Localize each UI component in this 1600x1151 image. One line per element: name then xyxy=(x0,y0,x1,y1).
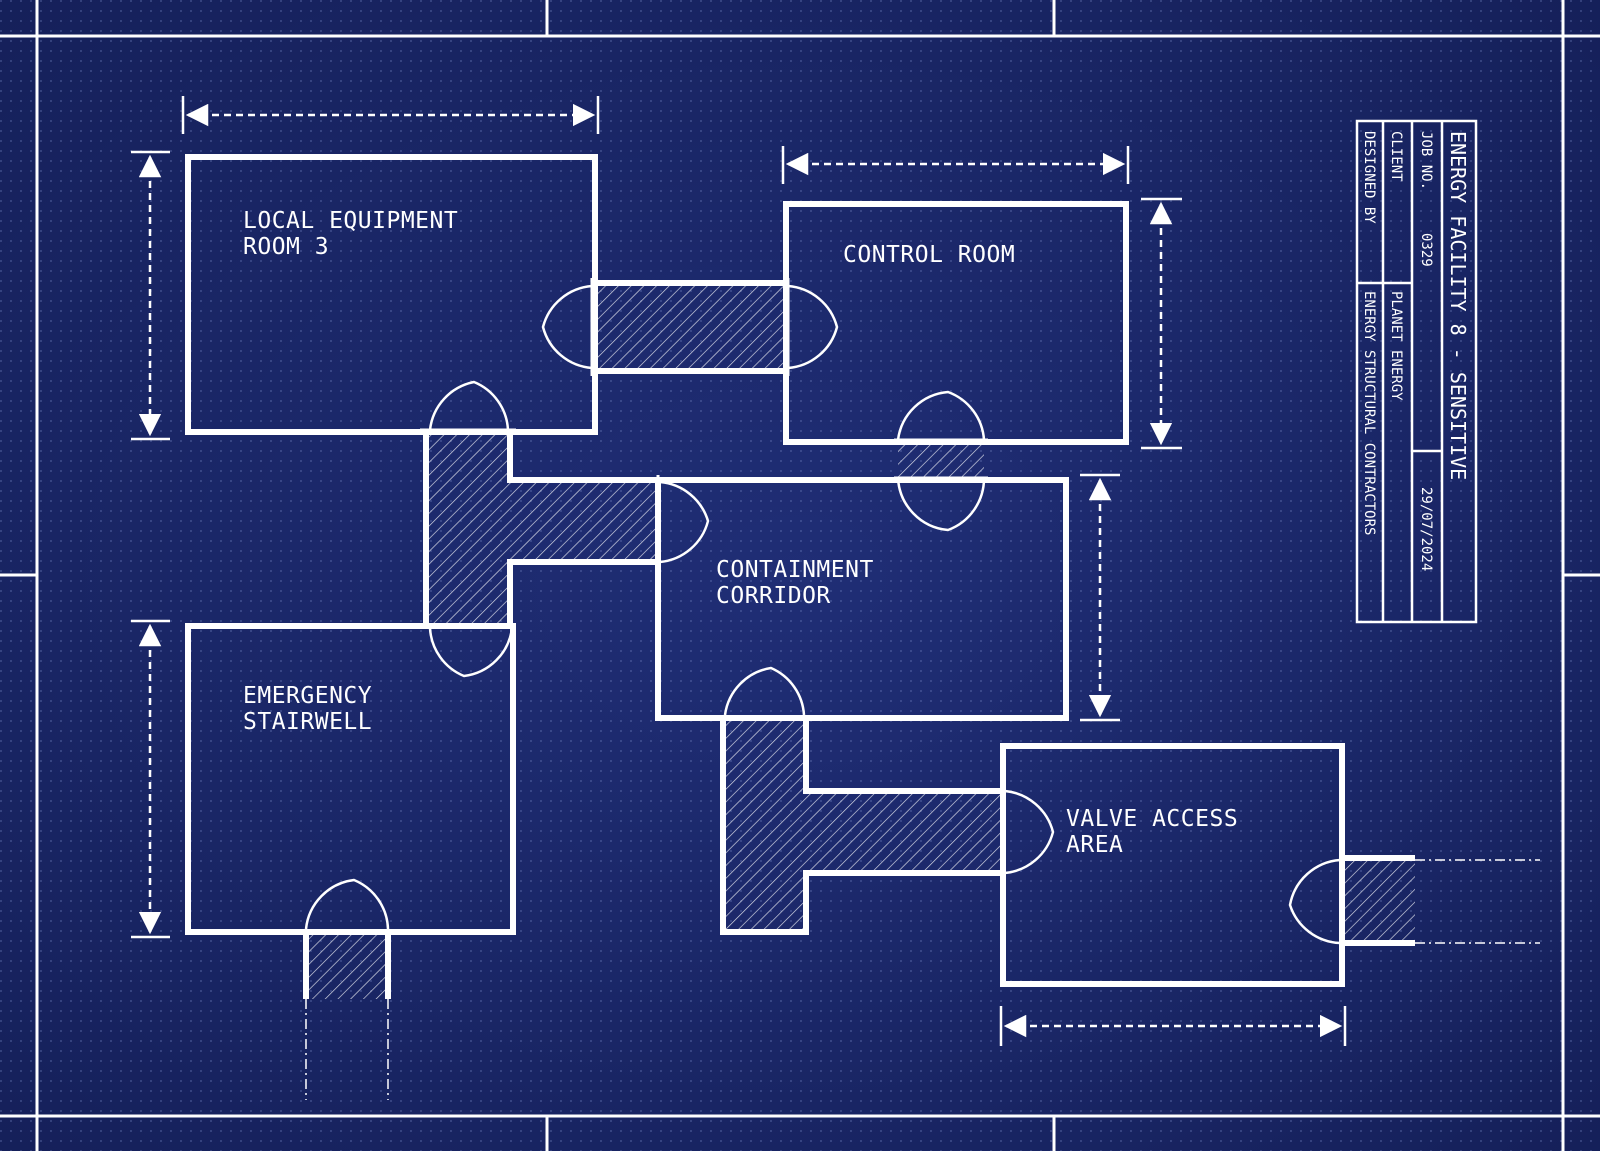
title-block-date: 29/07/2024 xyxy=(1418,487,1434,571)
door-swing-icon xyxy=(723,666,806,716)
title-block-designed-by-value: ENERGY STRUCTURAL CONTRACTORS xyxy=(1361,291,1377,535)
title-block-client-value: PLANET ENERGY xyxy=(1388,291,1404,401)
door-jambs xyxy=(301,278,1344,948)
title-block-project-title: ENERGY FACILITY 8 - SENSITIVE xyxy=(1446,131,1470,480)
dimension-arrow-icon xyxy=(1080,473,1120,722)
room-label-stairwell-line2: STAIRWELL xyxy=(243,709,372,735)
wall-control-room xyxy=(783,201,1129,445)
wall-passage-equipment-control xyxy=(592,280,788,374)
wall-valve-exit xyxy=(1342,855,1415,946)
passage-t-junction-upper xyxy=(426,430,660,625)
dimension-arrow-icon xyxy=(131,150,170,441)
wall-t-junction-lower xyxy=(720,718,1003,935)
room-label-control: CONTROL ROOM xyxy=(843,242,1015,268)
room-label-valve-line2: AREA xyxy=(1066,832,1123,858)
room-label-valve-line1: VALVE ACCESS xyxy=(1066,806,1238,832)
door-swing-icon xyxy=(659,480,710,564)
dimension-arrow-icon xyxy=(131,619,170,939)
title-block-designed-by-label: DESIGNED BY xyxy=(1361,131,1377,224)
dimension-arrow-icon xyxy=(781,146,1130,184)
dimension-arrow-icon xyxy=(181,96,600,134)
title-block-job-no-label: JOB NO. xyxy=(1418,131,1434,190)
door-swing-icon xyxy=(428,627,514,678)
door-swing-icon xyxy=(1288,858,1341,945)
room-label-equipment-line1: LOCAL EQUIPMENT xyxy=(243,208,458,234)
room-labels: LOCAL EQUIPMENT ROOM 3 CONTROL ROOM CONT… xyxy=(243,208,1238,858)
door-swings xyxy=(304,284,1341,945)
door-swing-icon xyxy=(304,878,390,930)
passage-valve-exit xyxy=(1340,858,1415,943)
passage-stairwell-exit xyxy=(306,932,388,999)
dimension-arrow-icon xyxy=(999,1006,1347,1046)
passage-t-junction-lower xyxy=(723,715,1003,932)
title-block-client-label: CLIENT xyxy=(1388,131,1404,182)
wall-equipment-room xyxy=(185,154,598,435)
wall-t-junction-upper xyxy=(423,430,658,626)
dimension-lines xyxy=(131,96,1347,1046)
title-block: ENERGY FACILITY 8 - SENSITIVE JOB NO. 03… xyxy=(1355,119,1478,624)
wall-stairwell-exit xyxy=(303,932,391,999)
wall-containment-corridor xyxy=(655,477,1069,721)
door-swing-icon xyxy=(1004,789,1055,875)
room-label-corridor-line2: CORRIDOR xyxy=(716,583,831,609)
hatched-passages xyxy=(306,286,1415,999)
door-swing-icon xyxy=(896,477,986,532)
room-label-stairwell-line1: EMERGENCY xyxy=(243,683,372,709)
dimension-arrow-icon xyxy=(1141,197,1182,450)
door-swing-icon xyxy=(787,284,839,370)
room-label-equipment-line2: ROOM 3 xyxy=(243,234,329,260)
door-swing-icon xyxy=(428,380,510,431)
title-block-job-no-value: 0329 xyxy=(1418,233,1434,267)
passage-equipment-control xyxy=(592,286,788,368)
room-label-corridor-line1: CONTAINMENT xyxy=(716,557,874,583)
door-swing-icon xyxy=(896,390,986,441)
passage-control-corridor xyxy=(898,440,984,478)
exit-guide-lines xyxy=(305,859,1540,1100)
door-swing-icon xyxy=(541,284,593,370)
